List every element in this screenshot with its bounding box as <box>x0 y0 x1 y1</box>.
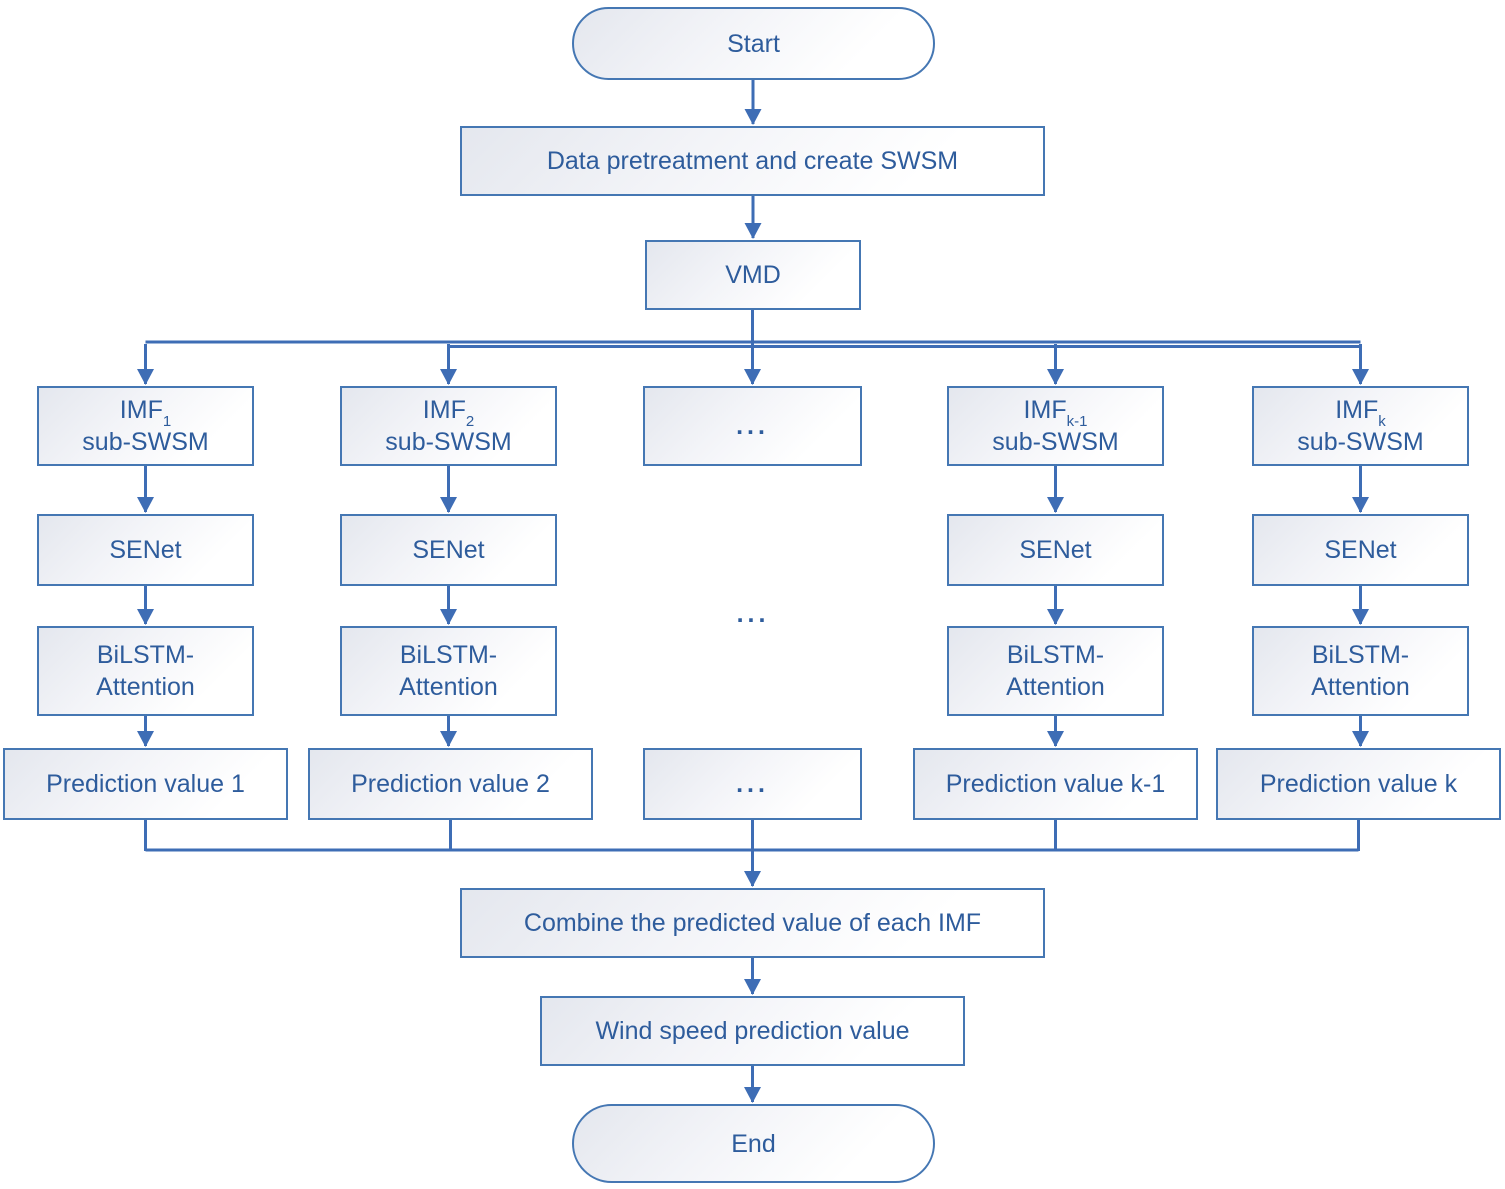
start-label: Start <box>727 29 780 58</box>
node-imfk1-subswsm: IMFk-1 sub-SWSM <box>947 386 1164 466</box>
node-prediction-k1: Prediction value k-1 <box>913 748 1198 820</box>
imfk1-subscript: k-1 <box>1066 413 1088 430</box>
node-start: Start <box>572 7 935 80</box>
node-combine: Combine the predicted value of each IMF <box>460 888 1045 958</box>
prediction2-label: Prediction value 2 <box>351 770 550 798</box>
data-pretreatment-label: Data pretreatment and create SWSM <box>546 147 959 175</box>
imfk-line2: sub-SWSM <box>1297 428 1424 456</box>
senetk-label: SENet <box>1324 536 1397 564</box>
senet1-label: SENet <box>109 536 182 564</box>
imf1-main: IMF <box>119 396 163 424</box>
bilstm2-line2: Attention <box>399 673 498 701</box>
predictionk-label: Prediction value k <box>1259 770 1458 798</box>
imf1-line1: IMF1 <box>119 394 171 429</box>
imf1-subscript: 1 <box>162 413 172 430</box>
imf1-line2: sub-SWSM <box>82 428 209 456</box>
predictionk1-label: Prediction value k-1 <box>945 770 1166 798</box>
node-imf2-subswsm: IMF2 sub-SWSM <box>340 386 557 466</box>
imfk-line1: IMFk <box>1335 394 1386 429</box>
node-senet-k1: SENet <box>947 514 1164 586</box>
prediction1-label: Prediction value 1 <box>46 770 245 798</box>
end-label: End <box>731 1129 776 1158</box>
bilstmk-line1: BiLSTM- <box>1311 641 1410 669</box>
node-senet-2: SENet <box>340 514 557 586</box>
vmd-label: VMD <box>725 261 781 289</box>
imf2-main: IMF <box>422 396 466 424</box>
node-imf1-subswsm: IMF1 sub-SWSM <box>37 386 254 466</box>
ellipsis-row4-label: ... <box>736 770 769 798</box>
wind-speed-label: Wind speed prediction value <box>595 1017 910 1045</box>
node-vmd: VMD <box>645 240 861 310</box>
imfk1-line1: IMFk-1 <box>1023 394 1088 429</box>
node-end: End <box>572 1104 935 1183</box>
bilstmk1-line2: Attention <box>1006 673 1105 701</box>
node-bilstm-2: BiLSTM- Attention <box>340 626 557 716</box>
node-imfk-subswsm: IMFk sub-SWSM <box>1252 386 1469 466</box>
node-bilstm-1: BiLSTM- Attention <box>37 626 254 716</box>
node-bilstm-k1: BiLSTM- Attention <box>947 626 1164 716</box>
imfk1-line2: sub-SWSM <box>992 428 1119 456</box>
bilstm1-line2: Attention <box>96 673 195 701</box>
ellipsis-row1-label: ... <box>736 412 769 440</box>
node-ellipsis-row4: ... <box>643 748 862 820</box>
imf2-line2: sub-SWSM <box>385 428 512 456</box>
node-senet-1: SENet <box>37 514 254 586</box>
node-data-pretreatment: Data pretreatment and create SWSM <box>460 126 1045 196</box>
senetk1-label: SENet <box>1019 536 1092 564</box>
imfk-main: IMF <box>1335 396 1379 424</box>
imf2-subscript: 2 <box>465 413 475 430</box>
node-wind-speed: Wind speed prediction value <box>540 996 965 1066</box>
node-prediction-2: Prediction value 2 <box>308 748 593 820</box>
node-prediction-1: Prediction value 1 <box>3 748 288 820</box>
node-senet-k: SENet <box>1252 514 1469 586</box>
bilstmk1-line1: BiLSTM- <box>1006 641 1105 669</box>
ellipsis-middle: ... <box>736 600 770 628</box>
node-ellipsis-row1: ... <box>643 386 862 466</box>
imf2-line1: IMF2 <box>422 394 474 429</box>
bilstm2-line1: BiLSTM- <box>399 641 498 669</box>
bilstmk-line2: Attention <box>1311 673 1410 701</box>
imfk1-main: IMF <box>1023 396 1067 424</box>
imfk-subscript: k <box>1378 413 1386 430</box>
bilstm1-line1: BiLSTM- <box>96 641 195 669</box>
node-prediction-k: Prediction value k <box>1216 748 1501 820</box>
node-bilstm-k: BiLSTM- Attention <box>1252 626 1469 716</box>
combine-label: Combine the predicted value of each IMF <box>523 909 982 937</box>
senet2-label: SENet <box>412 536 485 564</box>
